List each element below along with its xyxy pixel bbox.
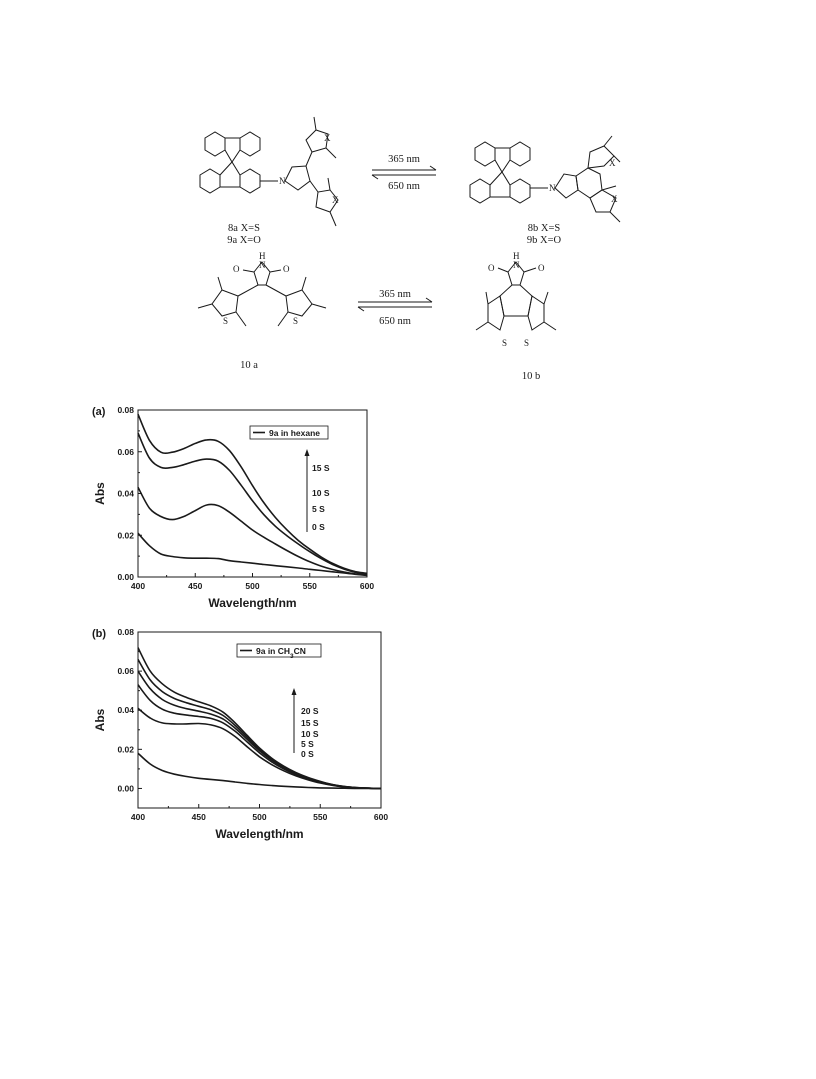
y-tick-label: 0.02 [117, 744, 134, 754]
atom-x: X [609, 158, 616, 168]
arrow-label-forward: 365 nm [379, 289, 411, 300]
photochromic-reaction-scheme: N X X N X X H N O O S S H N O O S S 365 … [197, 116, 621, 382]
time-label: 20 S [301, 706, 319, 716]
y-axis-title: Abs [93, 708, 107, 731]
equilibrium-arrow-2 [357, 297, 433, 312]
y-tick-label: 0.06 [117, 447, 134, 457]
atom-x: X [332, 195, 339, 205]
atom-o: O [538, 263, 545, 273]
time-label: 5 S [312, 504, 325, 514]
time-label: 15 S [301, 718, 319, 728]
compound-label: 8b X=S [528, 223, 561, 234]
chart-panel-b: 400 450 500 550 600 0.00 0.02 0.04 0.06 0.08Wavel… [92, 627, 388, 841]
x-tick-label: 550 [303, 581, 317, 591]
series-line [137, 670, 382, 790]
time-label: 5 S [301, 739, 314, 749]
atom-x: X [611, 194, 618, 204]
x-tick-label: 450 [188, 581, 202, 591]
arrow-label-reverse: 650 nm [379, 316, 411, 327]
y-tick-label: 0.04 [117, 489, 134, 499]
legend: 9a in CH3CN [236, 643, 322, 660]
x-tick-label: 400 [131, 812, 145, 822]
series-line [137, 432, 368, 576]
x-tick-label: 550 [313, 812, 327, 822]
x-tick-label: 450 [192, 812, 206, 822]
legend: 9a in hexane [249, 425, 329, 440]
compound-label: 8a X=S [228, 223, 260, 234]
x-tick-label: 500 [252, 812, 266, 822]
arrow-label-reverse: 650 nm [388, 181, 420, 192]
molecule-10a [197, 261, 327, 327]
time-label: 10 S [312, 488, 330, 498]
chart-panel-a: 400 450 500 550 600 0.00 0.02 0.04 0.06 0.08Wavel… [92, 405, 374, 610]
plot-frame [137, 631, 382, 809]
y-tick-label: 0.08 [117, 627, 134, 637]
molecule-10b [475, 261, 557, 331]
series-line [137, 647, 382, 790]
panel-label: (a) [92, 406, 106, 418]
time-label: 15 S [312, 463, 330, 473]
atom-x: X [324, 133, 331, 143]
series-line [137, 752, 381, 790]
series-line [137, 532, 368, 577]
atom-n: N [279, 176, 286, 186]
molecule-8a-9a [199, 116, 339, 227]
atom-s: S [502, 338, 507, 348]
series-line [137, 486, 368, 576]
time-label: 0 S [301, 749, 314, 759]
time-label: 0 S [312, 522, 325, 532]
time-arrowhead [291, 688, 297, 695]
atom-nh: H [259, 251, 266, 261]
time-arrowhead [304, 449, 310, 456]
y-tick-label: 0.00 [117, 572, 134, 582]
atom-s: S [293, 316, 298, 326]
x-tick-label: 600 [360, 581, 374, 591]
x-axis-title: Wavelength/nm [208, 596, 296, 610]
y-tick-label: 0.02 [117, 530, 134, 540]
equilibrium-arrow-1 [371, 165, 437, 180]
y-axis-title: Abs [93, 482, 107, 505]
legend-box [236, 643, 322, 658]
arrow-label-forward: 365 nm [388, 154, 420, 165]
x-axis-title: Wavelength/nm [215, 827, 303, 841]
atom-n: N [259, 260, 266, 270]
legend-box [249, 425, 329, 440]
molecule-8b-9b [469, 135, 621, 223]
atom-o: O [488, 263, 495, 273]
atom-nh: H [513, 251, 520, 261]
y-tick-label: 0.08 [117, 405, 134, 415]
series-line [137, 413, 368, 575]
compound-label: 10 b [522, 371, 540, 382]
compound-label: 10 a [240, 360, 258, 371]
y-tick-label: 0.06 [117, 666, 134, 676]
legend-label: 9a in hexane [269, 428, 320, 438]
x-tick-label: 600 [374, 812, 388, 822]
atom-o: O [233, 264, 240, 274]
atom-n: N [549, 183, 556, 193]
x-tick-label: 400 [131, 581, 145, 591]
atom-s: S [524, 338, 529, 348]
series-line [137, 684, 382, 790]
legend-label: 9a in CH3CN [256, 646, 306, 660]
atom-o: O [283, 264, 290, 274]
y-tick-label: 0.04 [117, 705, 134, 715]
compound-label: 9a X=O [227, 235, 261, 246]
panel-label: (b) [92, 628, 106, 640]
atom-n: N [513, 260, 520, 270]
compound-label: 9b X=O [527, 235, 562, 246]
time-label: 10 S [301, 729, 319, 739]
x-tick-label: 500 [245, 581, 259, 591]
y-tick-label: 0.00 [117, 783, 134, 793]
atom-s: S [223, 316, 228, 326]
